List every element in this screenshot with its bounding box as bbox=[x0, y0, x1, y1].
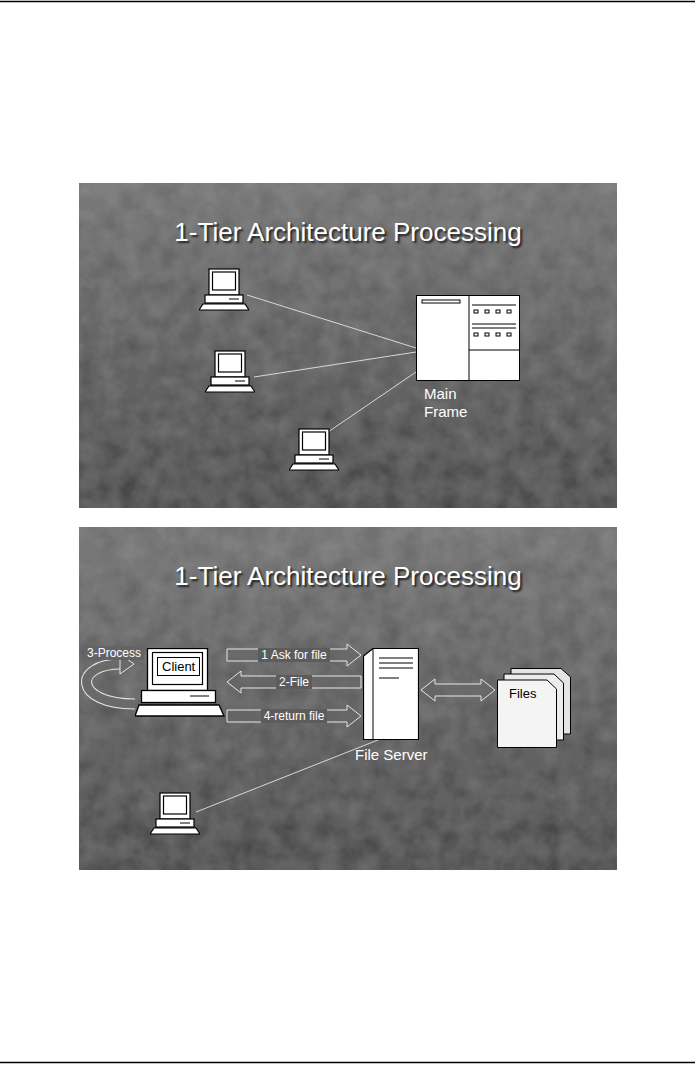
mainframe-cabinet bbox=[416, 295, 520, 381]
flow-arrow bbox=[227, 705, 361, 727]
flow-arrow bbox=[87, 654, 135, 704]
flow-arrow bbox=[227, 671, 361, 693]
arrow-label: 4-return file bbox=[261, 709, 328, 723]
terminal-icon bbox=[205, 351, 255, 392]
node-label: Main Frame bbox=[424, 385, 486, 421]
mainframe-node: Main Frame bbox=[416, 295, 520, 381]
files-node: Files bbox=[497, 668, 571, 748]
top-rule bbox=[0, 1, 695, 3]
node-label: File Server bbox=[355, 746, 428, 764]
server-node: File Server bbox=[363, 648, 419, 740]
terminal-icon bbox=[289, 429, 339, 470]
bottom-rule bbox=[0, 1062, 695, 1064]
flow-arrow bbox=[227, 644, 361, 666]
terminal-icon bbox=[150, 793, 200, 834]
node-label: Files bbox=[509, 686, 536, 701]
arrow-label: 3-Process bbox=[84, 646, 144, 660]
client-node: Client bbox=[135, 648, 225, 720]
slide: 1-Tier Architecture ProcessingMain Frame bbox=[79, 183, 617, 508]
screen-label: Client bbox=[157, 657, 200, 676]
file-stack bbox=[497, 668, 571, 748]
server-tower bbox=[363, 648, 419, 740]
flow-arrow bbox=[421, 679, 495, 701]
arrow-label: 2-File bbox=[276, 675, 312, 689]
slide-title: 1-Tier Architecture Processing bbox=[79, 561, 617, 592]
terminal-icon bbox=[199, 269, 249, 310]
slide-title: 1-Tier Architecture Processing bbox=[79, 217, 617, 248]
arrow-label: 1 Ask for file bbox=[258, 648, 329, 662]
slide-panel bbox=[79, 183, 617, 508]
slide: 1-Tier Architecture ProcessingClientFile… bbox=[79, 527, 617, 870]
slide-panel bbox=[79, 527, 617, 870]
